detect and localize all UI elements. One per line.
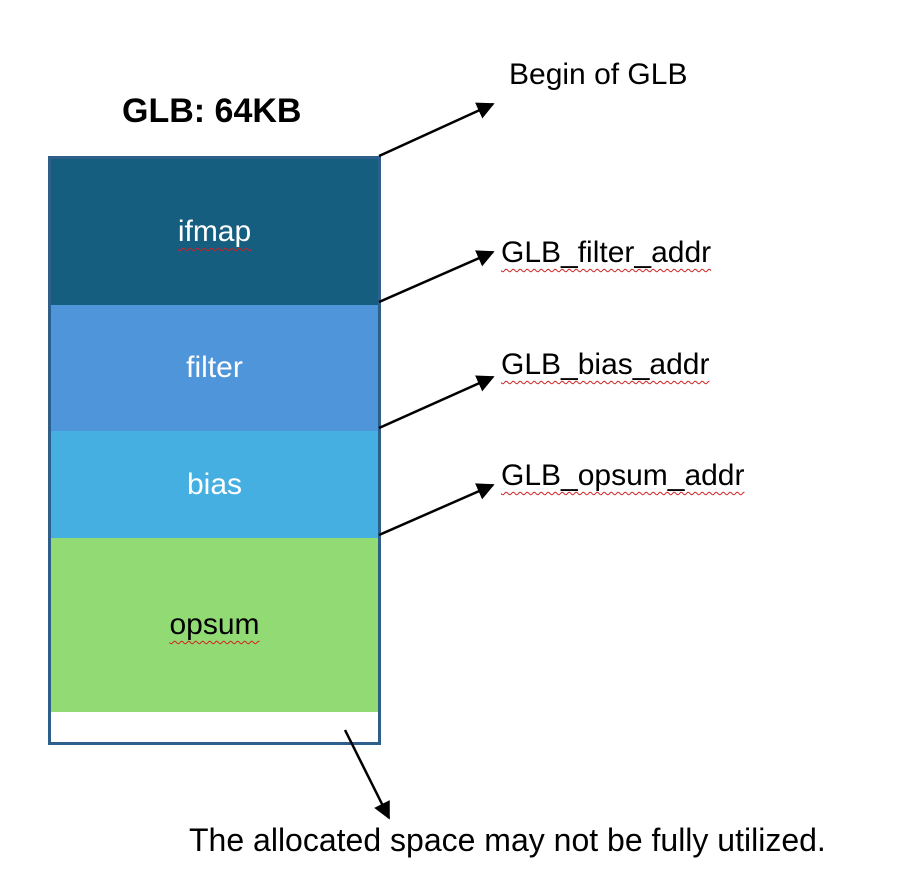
unused-space-note: The allocated space may not be fully uti… xyxy=(189,822,826,858)
arrow-begin xyxy=(378,102,495,158)
glb-memory-block: ifmap filter bias opsum xyxy=(48,156,381,745)
segment-ifmap-label: ifmap xyxy=(177,215,252,248)
arrow-bias-addr xyxy=(378,375,495,430)
segment-filter: filter xyxy=(51,305,378,431)
glb-title: GLB: 64KB xyxy=(122,92,302,130)
segment-ifmap: ifmap xyxy=(51,159,378,305)
segment-unused-space xyxy=(51,712,378,742)
segment-bias: bias xyxy=(51,431,378,538)
arrow-opsum-addr xyxy=(378,483,495,537)
segment-bias-label: bias xyxy=(186,467,243,501)
glb-filter-addr-label: GLB_filter_addr xyxy=(501,236,712,269)
segment-opsum-label: opsum xyxy=(169,608,260,641)
glb-bias-addr-label: GLB_bias_addr xyxy=(501,348,710,381)
segment-filter-label: filter xyxy=(186,351,243,384)
begin-of-glb-label: Begin of GLB xyxy=(509,58,688,91)
segment-opsum: opsum xyxy=(51,538,378,712)
glb-opsum-addr-label: GLB_opsum_addr xyxy=(501,459,745,492)
arrow-filter-addr xyxy=(378,250,495,304)
